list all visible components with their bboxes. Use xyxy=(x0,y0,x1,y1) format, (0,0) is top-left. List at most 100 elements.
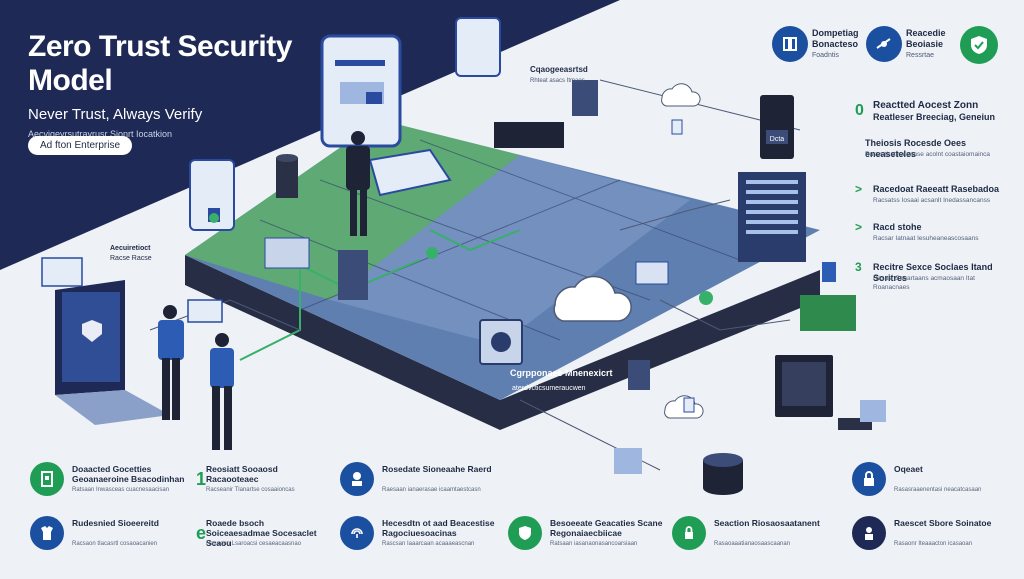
bottom-feature-item[interactable]: Raescet Sbore Soinatoe Rasaonr Iteaaacto… xyxy=(852,516,1012,556)
page-title: Zero Trust Security Model xyxy=(28,30,292,97)
id-badge-icon xyxy=(30,462,64,496)
left-person-2 xyxy=(210,333,234,450)
right-list-desc: Racsatss Iosaai acsanlt Inedassancanss xyxy=(873,197,991,204)
left-stack-label-2: Racse Racse xyxy=(110,255,152,262)
bottom-feature-item[interactable]: 1 Reosiatt Sooaosd Racaooteaec Racseanir… xyxy=(184,462,344,502)
right-list-title: Reactted Aocest Zonn xyxy=(873,100,979,111)
right-list-title: Racd stohe xyxy=(873,222,922,232)
platform-device-right xyxy=(635,261,669,285)
right-list-title: Racedoat Raeeatt Rasebadoa xyxy=(873,184,1000,194)
bottom-feature-item[interactable]: e Roaede bsoch Soiceaesadmae Socesaclet … xyxy=(184,516,344,556)
bottom-item-title: Raescet Sbore Soinatoe xyxy=(894,518,992,528)
cloud-icon-main xyxy=(553,275,632,322)
bottom-item-desc: Rasaonr Iteaaacton icasaoan xyxy=(894,541,973,547)
platform-side xyxy=(185,255,820,430)
small-box-bottom xyxy=(614,448,642,474)
right-device-small xyxy=(860,400,886,422)
bottom-item-desc: Rascsan Iaaarcaan acaaaeascnan xyxy=(382,541,475,547)
bottom-item-title: Doaacted Gocetties Geoanaeroine Bsacodin… xyxy=(72,464,185,484)
corporate-label: Cqaogeeasrtsd xyxy=(530,65,588,74)
network-sublabel: aterdvcticsumeraucwen xyxy=(512,385,586,392)
bottom-item-desc: Ratsaan iasanaonasancoarsiaan xyxy=(550,541,638,547)
right-box-green xyxy=(800,295,856,331)
server-rack-4 xyxy=(628,360,650,390)
letter-e-marker: e xyxy=(195,522,206,543)
top-badge-2-foot: Ressrtae xyxy=(906,52,935,59)
bottom-item-title: Rudesnied Sioeereitd xyxy=(72,518,159,528)
bottom-feature-item[interactable]: Rudesnied Sioeereitd Racsaon tIacasrtl c… xyxy=(30,516,190,556)
database-stack xyxy=(703,453,743,495)
green-lock-node-3 xyxy=(209,213,219,223)
top-badge-2-title: Reacedie xyxy=(906,28,946,38)
top-badge-1-sub: Bonacteso xyxy=(812,39,859,49)
bottom-item-title: Hecesdtn ot aad Beacestise Ragociuesoaci… xyxy=(382,518,495,538)
bottom-item-desc: Ratsaan Inwasceas cuacnesaacisan xyxy=(72,487,170,493)
page-tagline: Aecvigeyrsutrayrusr Sionrt Iocatkion xyxy=(28,129,173,139)
bottom-item-title: Oqeaet xyxy=(894,464,923,474)
satellite-icon xyxy=(866,26,902,62)
bottom-item-desc: Rasaoaaatianaosaascaanan xyxy=(714,541,791,547)
server-rack-3 xyxy=(572,80,598,116)
lock-shield-icon xyxy=(672,516,706,550)
left-person-1 xyxy=(158,305,184,420)
bottom-feature-item[interactable]: Hecesdtn ot aad Beacestise Ragociuesoaci… xyxy=(340,516,500,556)
platform-panel-left xyxy=(264,237,310,269)
right-list-num: 3 xyxy=(855,260,862,274)
right-small-card xyxy=(822,262,836,282)
platform-tablet xyxy=(368,148,452,197)
page-subtitle: Never Trust, Always Verify xyxy=(28,106,203,123)
right-list-sub: Reatleser Breeciag, Geneiun xyxy=(873,112,996,122)
fingerprint-icon xyxy=(340,516,374,550)
number-one-marker: 1 xyxy=(195,468,206,489)
bottom-item-title: Besoeeate Geacaties Scane Regonaiaecbiic… xyxy=(550,518,663,538)
cloud-icon-top xyxy=(661,83,701,107)
left-stack-label-1: Aecuiretioct xyxy=(110,245,151,252)
right-list-num: 0 xyxy=(855,102,864,119)
bottom-item-desc: Racseanir Tlanartse cosaaioncas xyxy=(206,487,295,493)
shield-check-icon[interactable] xyxy=(960,26,998,64)
right-list-num: > xyxy=(855,220,863,234)
enterprise-pill[interactable]: Ad fton Enterprise xyxy=(28,136,133,155)
left-card-1 xyxy=(187,299,223,323)
network-label: Cgrpponaee Mnenexicrt xyxy=(510,368,613,378)
hologram-panel-3 xyxy=(189,159,235,231)
bottom-feature-item[interactable]: Rosedate Sioneaahe Raerd Raesaan ianaera… xyxy=(340,462,500,502)
bottom-feature-item[interactable]: Doaacted Gocetties Geoanaeroine Bsacodin… xyxy=(30,462,190,502)
bottom-feature-item[interactable]: Oqeaet Rasasraaenentasi neacatcasaan xyxy=(852,462,1012,502)
small-doc-2 xyxy=(683,397,695,413)
lock-icon xyxy=(852,462,886,496)
bottom-feature-item[interactable]: Besoeeate Geacaties Scane Regonaiaecbiic… xyxy=(508,516,668,556)
data-label: Dcta xyxy=(770,136,785,143)
audit-icon xyxy=(852,516,886,550)
server-rack-2 xyxy=(338,250,368,300)
right-list-num: > xyxy=(855,182,863,196)
left-screen-small xyxy=(41,257,83,287)
bottom-item-desc: Rasaonn Lsaroacsi cesaeacaasnao xyxy=(206,541,302,547)
dark-tower xyxy=(760,95,794,159)
bottom-item-desc: Rasasraaenentasi neacatcasaan xyxy=(894,487,982,493)
bottom-item-desc: Racsaon tIacasrtl cosaoacanien xyxy=(72,541,158,547)
small-doc-1 xyxy=(671,119,683,135)
bottom-item-title: Seaction Riosaosaatanent xyxy=(714,518,820,528)
corporate-sublabel: Rhteat asacs Itmaos xyxy=(530,78,585,84)
user-shield-icon xyxy=(340,462,374,496)
green-lock-node-2 xyxy=(699,291,713,305)
right-list-desc: Racsar Iatnaat Iesuheaneascosaans xyxy=(873,235,979,242)
right-list-desc: Rascs tiratinatoanse acolnt coastaiomain… xyxy=(865,151,991,158)
bottom-feature-item[interactable]: Seaction Riosaosaatanent Rasaoaaatianaos… xyxy=(672,516,832,556)
shield-lock-icon xyxy=(508,516,542,550)
platform-inner-zone xyxy=(330,155,690,345)
top-badge-1-title: Dompetiag xyxy=(812,28,859,38)
right-list-title: Recitre Sexce Soclaes Itand Soritres xyxy=(873,262,993,283)
hologram-panel-2 xyxy=(455,17,501,77)
right-list-desc: Rasasr Sonartaans acmaosaan Itat Roanacn… xyxy=(873,275,975,291)
id-card-icon xyxy=(772,26,808,62)
bottom-item-desc: Raesaan ianaerasae icaamtaestcasn xyxy=(382,487,481,493)
server-rack-1 xyxy=(738,172,806,262)
standing-person xyxy=(346,131,370,236)
right-list-title: Theiosis Rocesde Oees eneaseteles xyxy=(865,138,967,159)
platform-screen-back xyxy=(494,122,564,148)
top-badge-2-sub: Beoiasie xyxy=(906,39,944,49)
bottom-item-title: Roaede bsoch Soiceaesadmae Socesaclet Sc… xyxy=(206,518,317,548)
